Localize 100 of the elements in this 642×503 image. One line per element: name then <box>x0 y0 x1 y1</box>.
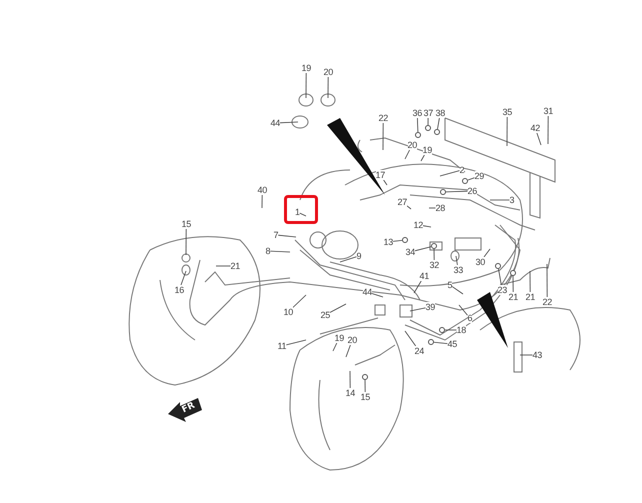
leader-line <box>422 225 432 228</box>
callout-number: 5 <box>448 280 452 290</box>
callout-number: 14 <box>346 388 355 398</box>
leader-line <box>364 380 366 392</box>
fitting-part <box>428 339 434 345</box>
leader-line <box>186 228 187 256</box>
leader-line <box>286 340 306 346</box>
callout-number: 43 <box>532 350 542 360</box>
callout-number: 22 <box>378 113 388 123</box>
callout-number: 44 <box>362 287 372 297</box>
leader-line <box>434 342 448 344</box>
fitting-part <box>415 132 421 138</box>
callout-number: 37 <box>424 108 433 118</box>
leader-line <box>484 248 490 258</box>
callout-number: 24 <box>414 346 424 356</box>
fitting-part <box>425 125 431 131</box>
direction-label: FR <box>180 400 197 416</box>
callout-number: 32 <box>430 260 439 270</box>
callout-number: 36 <box>412 108 422 118</box>
leader-line <box>440 170 460 176</box>
callout-number: 27 <box>398 197 407 207</box>
leader-line <box>306 72 307 98</box>
leader-line <box>414 280 422 294</box>
leader-line <box>512 276 514 292</box>
leader-line <box>278 234 296 238</box>
callout-number: 19 <box>334 333 344 343</box>
fitting-part <box>439 327 445 333</box>
leader-line <box>458 304 468 316</box>
callout-number: 30 <box>476 257 485 267</box>
fitting-part <box>362 374 368 380</box>
leader-line <box>420 154 425 162</box>
callout-number: 18 <box>456 325 466 335</box>
leader-line <box>350 370 351 388</box>
leader-line <box>546 264 548 298</box>
callout-number: 11 <box>278 341 286 351</box>
leader-line <box>452 286 464 294</box>
leader-line <box>332 342 338 352</box>
leader-line <box>299 212 306 216</box>
callout-number: 28 <box>436 203 445 213</box>
callout-number: 10 <box>284 307 293 317</box>
callout-number: 34 <box>406 247 415 257</box>
callout-number: 8 <box>266 246 270 256</box>
leader-line <box>446 190 468 192</box>
callout-number: 20 <box>324 67 333 77</box>
leader-line <box>292 294 306 308</box>
callout-number: 23 <box>498 285 507 295</box>
fitting-part <box>431 243 437 249</box>
callout-number: 2 <box>460 165 464 175</box>
callout-number: 40 <box>258 185 267 195</box>
fitting-part <box>440 189 446 195</box>
callout-number: 9 <box>356 251 362 261</box>
leader-line <box>434 248 435 260</box>
leader-line <box>506 116 508 146</box>
leader-line <box>520 354 533 356</box>
fitting-part <box>402 237 408 243</box>
callout-number: 3 <box>510 195 514 205</box>
callout-number: 12 <box>414 220 423 230</box>
leader-line <box>382 122 384 150</box>
leader-line <box>406 205 412 210</box>
callout-number: 45 <box>448 339 457 349</box>
leader-line <box>404 330 416 346</box>
leader-line <box>280 122 298 124</box>
leader-line <box>468 177 475 180</box>
callout-number: 19 <box>422 145 432 155</box>
leader-line <box>262 194 263 208</box>
leader-line <box>437 118 440 130</box>
fitting-part <box>434 129 440 135</box>
leader-line <box>372 293 384 298</box>
callout-number: 35 <box>502 107 512 117</box>
highlight-frame <box>284 195 318 224</box>
callout-number: 21 <box>526 292 535 302</box>
leader-line <box>414 246 432 252</box>
leader-line <box>340 256 357 262</box>
leader-line <box>404 150 410 160</box>
leader-line <box>392 240 402 242</box>
leader-line <box>498 268 502 286</box>
callout-number: 16 <box>174 285 184 295</box>
callout-number: 26 <box>468 186 477 196</box>
fitting-part <box>462 178 468 184</box>
leader-line <box>383 180 388 186</box>
fitting-part <box>510 270 516 276</box>
leader-line <box>548 116 549 144</box>
callout-number: 42 <box>530 123 540 133</box>
callout-number: 21 <box>508 292 518 302</box>
callout-number: 31 <box>544 106 553 116</box>
leader-line <box>530 270 531 292</box>
leader-line <box>328 76 329 98</box>
callout-number: 25 <box>320 310 330 320</box>
leader-line <box>410 308 426 312</box>
callout-number: 7 <box>274 230 278 240</box>
callout-number: 29 <box>474 171 484 181</box>
callout-number: 38 <box>436 108 445 118</box>
callout-number: 20 <box>408 140 417 150</box>
leader-line <box>270 250 290 252</box>
callout-number: 17 <box>376 170 385 180</box>
callout-number: 20 <box>348 335 357 345</box>
leader-line <box>180 270 186 286</box>
leader-line <box>536 132 542 146</box>
leader-line <box>330 304 346 313</box>
leader-line <box>417 118 418 132</box>
